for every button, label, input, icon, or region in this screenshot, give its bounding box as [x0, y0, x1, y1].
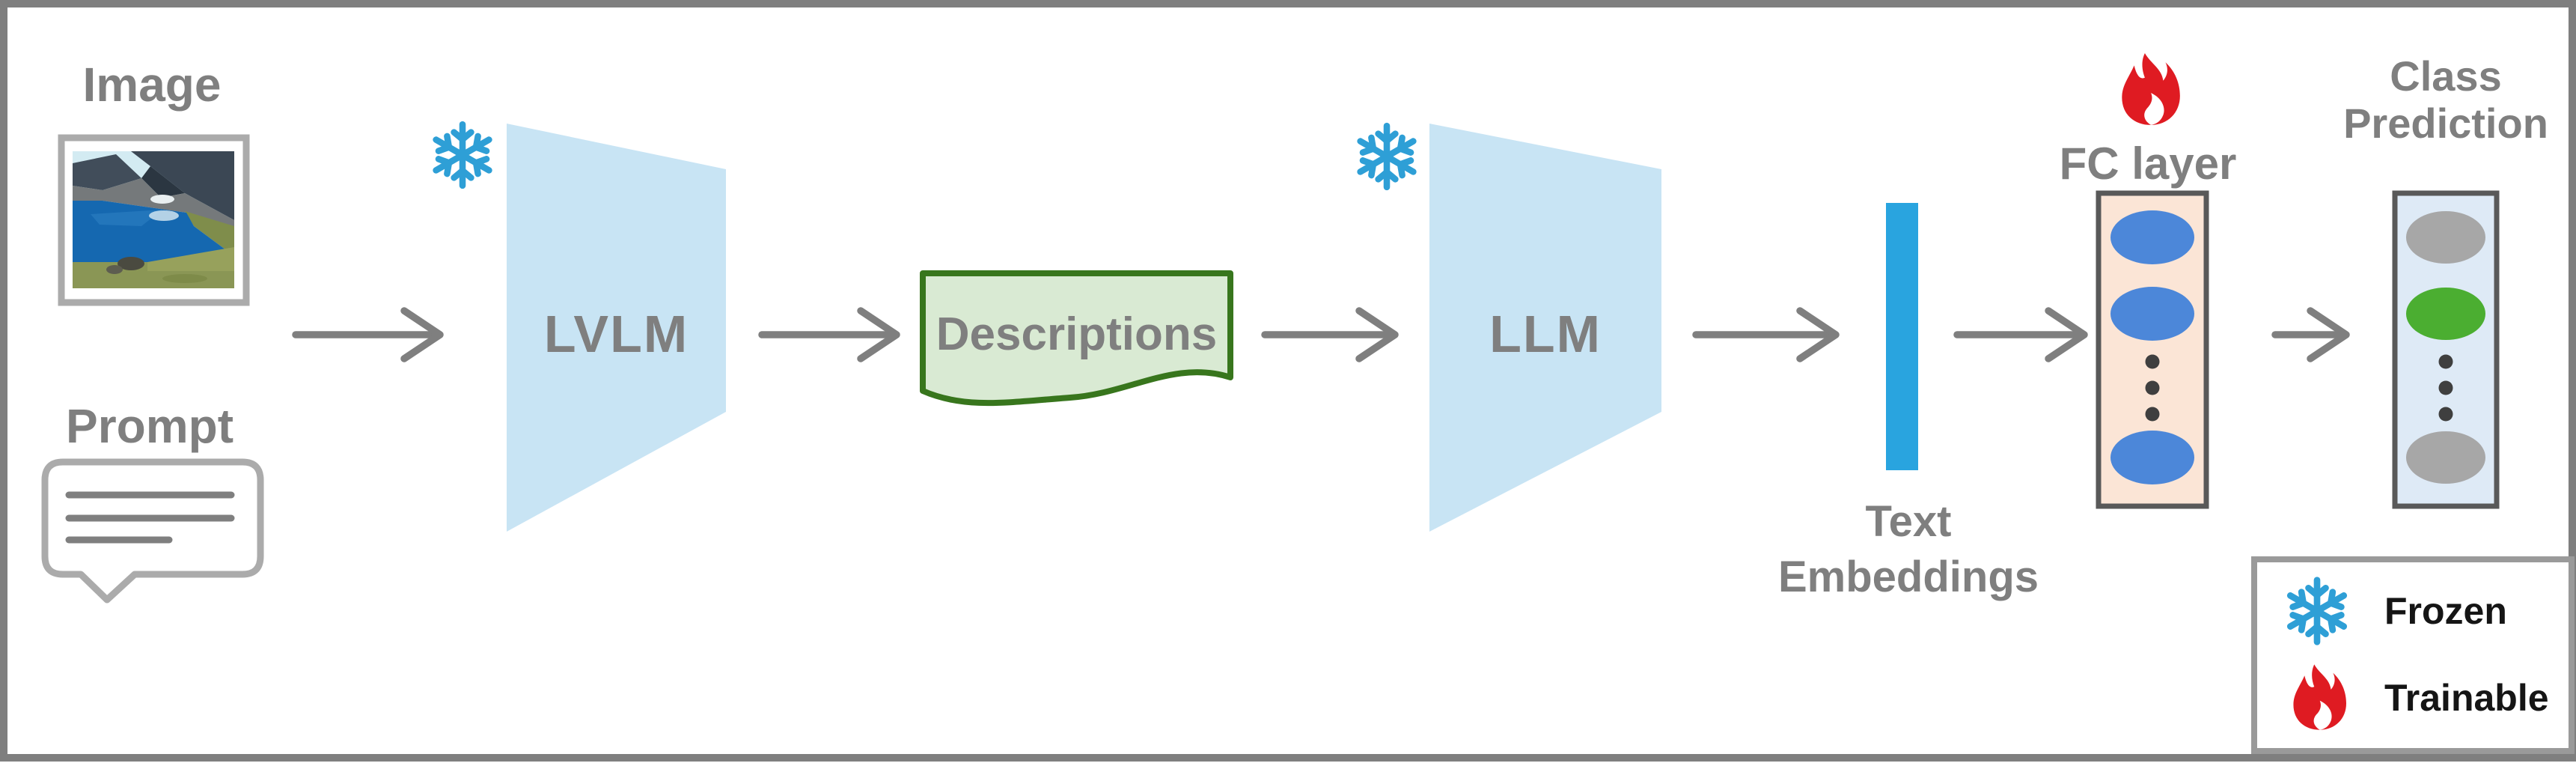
llm-trapezoid [1429, 124, 1661, 532]
lvlm-trapezoid [507, 124, 726, 532]
snowflake-icon [2280, 575, 2354, 647]
ellipsis-dot [2145, 380, 2160, 395]
llm-label: LLM [1489, 305, 1602, 363]
arrow-fc-to-class [2271, 307, 2350, 362]
class-prediction-box [2392, 190, 2500, 509]
legend-trainable-label: Trainable [2384, 676, 2549, 719]
class-node [2406, 211, 2485, 264]
text-embeddings-label: Text Embeddings [1736, 494, 2081, 605]
prompt-bubble-icon [41, 458, 264, 604]
text-embeddings-label-line1: Text [1865, 497, 1952, 546]
prompt-label: Prompt [66, 399, 234, 453]
legend-row-frozen: Frozen [2280, 575, 2569, 647]
diagram-shapes [41, 53, 2500, 604]
class-node [2406, 431, 2485, 484]
arrow-lvlm-to-descriptions [758, 307, 900, 362]
arrow-image-to-lvlm [292, 307, 444, 362]
class-node-predicted [2406, 288, 2485, 340]
fc-node [2110, 210, 2194, 264]
fc-layer-box [2096, 190, 2209, 509]
descriptions-label: Descriptions [936, 308, 1218, 360]
lvlm-frozen-snowflake-icon [432, 124, 493, 186]
ellipsis-dot [2438, 354, 2453, 369]
ellipsis-dot [2438, 380, 2453, 395]
class-prediction-label-line1: Class [2390, 52, 2502, 100]
fc-node [2110, 287, 2194, 341]
flame-icon [2280, 660, 2354, 735]
legend-row-trainable: Trainable [2280, 660, 2569, 735]
arrow-llm-to-embeddings [1692, 307, 1840, 362]
ellipsis-dot [2145, 407, 2160, 422]
fc-layer-label: FC layer [2059, 139, 2237, 189]
llm-frozen-snowflake-icon [1356, 126, 1417, 187]
fc-node [2110, 431, 2194, 484]
class-prediction-label: Class Prediction [2326, 52, 2566, 147]
arrow-descriptions-to-llm [1261, 307, 1399, 362]
ellipsis-dot [2145, 354, 2160, 369]
arrow-embeddings-to-fc [1953, 307, 2088, 362]
descriptions-document-shape [920, 270, 1233, 407]
ellipsis-dot [2438, 407, 2453, 422]
legend-box: Frozen Trainable [2251, 556, 2575, 754]
lvlm-label: LVLM [543, 305, 689, 363]
fc-trainable-flame-icon [2122, 53, 2180, 125]
text-embeddings-label-line2: Embeddings [1777, 553, 2039, 601]
input-image-thumbnail [58, 134, 250, 306]
image-label: Image [82, 58, 222, 112]
text-embeddings-bar [1886, 203, 1918, 470]
legend-frozen-label: Frozen [2384, 590, 2507, 633]
class-prediction-label-line2: Prediction [2343, 100, 2548, 147]
